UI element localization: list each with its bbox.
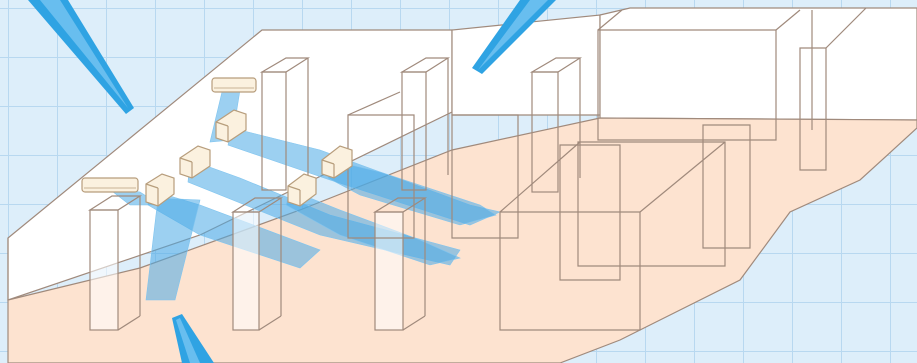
wall-ac-unit	[212, 78, 256, 92]
pointer-callout-icon	[28, 0, 134, 114]
back-wall-right	[600, 8, 917, 120]
wall-ac-unit	[82, 178, 138, 192]
